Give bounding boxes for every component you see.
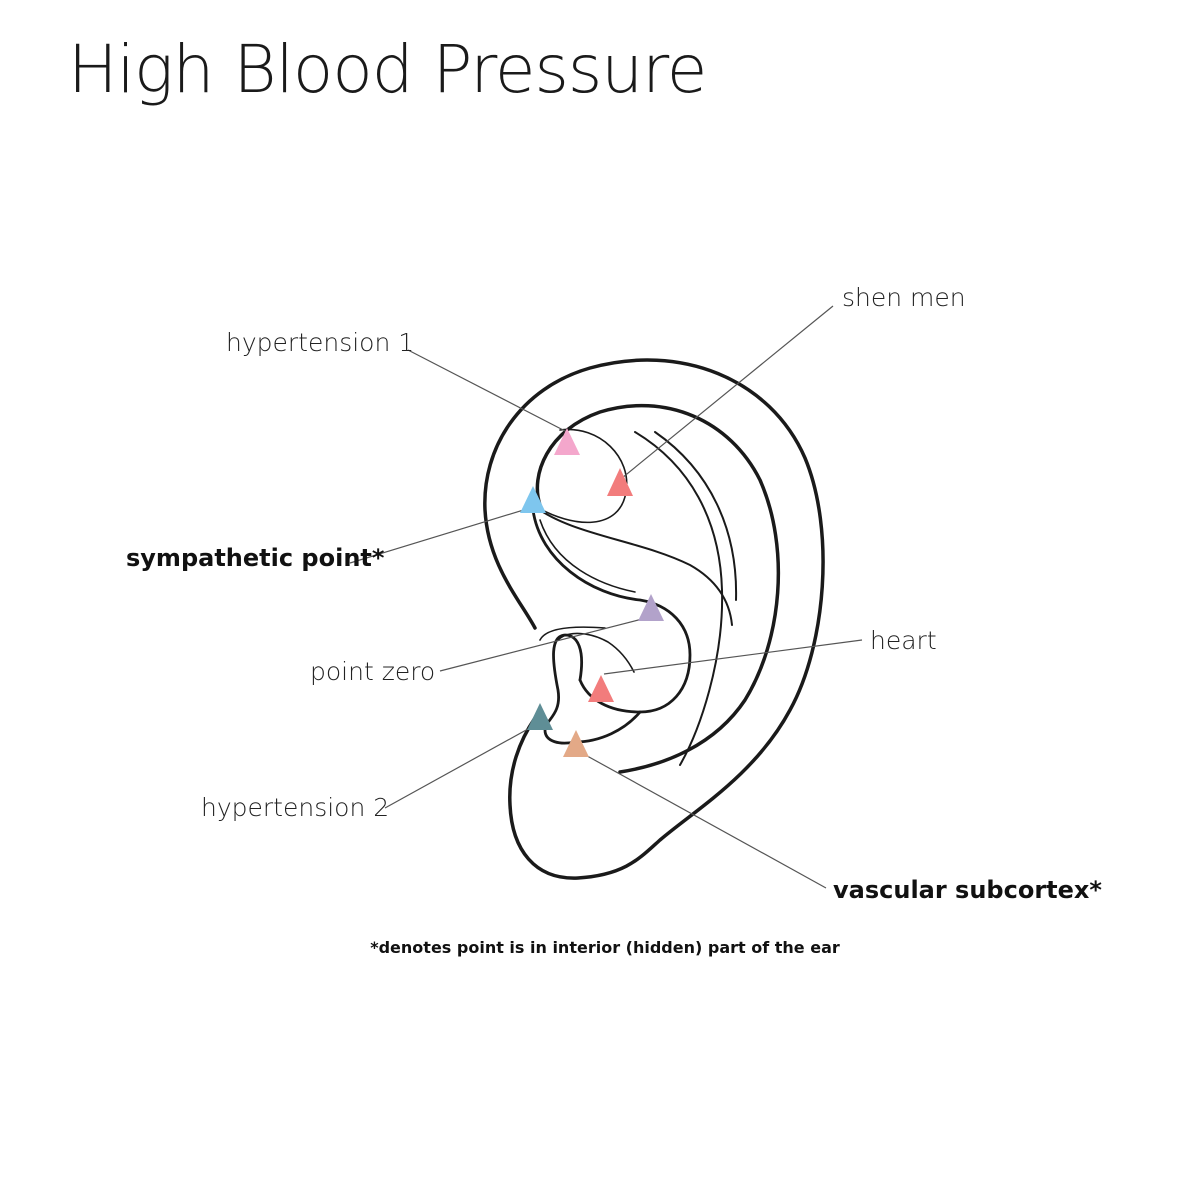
- marker-vascular-subcortex: [563, 730, 589, 757]
- marker-hypertension-1: [554, 428, 580, 455]
- leader-sympathetic-point: [349, 507, 531, 564]
- label-heart: heart: [870, 626, 937, 655]
- leader-hypertension-1: [407, 349, 568, 433]
- helix-outer: [483, 358, 825, 880]
- intertragic: [539, 626, 606, 641]
- leader-lines: [349, 305, 863, 889]
- leader-heart: [603, 639, 863, 675]
- antihelix-ridge: [634, 431, 724, 766]
- concha-inner: [539, 519, 636, 593]
- leader-vascular-subcortex: [579, 751, 827, 889]
- label-sympathetic-point: sympathetic point*: [126, 544, 385, 572]
- footnote: *denotes point is in interior (hidden) p…: [370, 938, 840, 957]
- page-title: High Blood Pressure: [68, 31, 707, 108]
- leader-hypertension-2: [384, 723, 538, 809]
- marker-sympathetic-point: [520, 486, 546, 513]
- label-hypertension-1: hypertension 1: [226, 328, 415, 357]
- label-hypertension-2: hypertension 2: [201, 793, 390, 822]
- superior-crus: [532, 504, 733, 626]
- marker-heart: [588, 675, 614, 702]
- helix-inner: [535, 403, 781, 774]
- leader-point-zero: [439, 617, 647, 672]
- tragus: [543, 633, 583, 745]
- concha: [531, 508, 692, 714]
- leader-shen-men: [621, 305, 834, 479]
- tragus-outline: [557, 632, 635, 673]
- triangular-fossa: [532, 428, 628, 524]
- marker-point-zero: [638, 594, 664, 621]
- label-shen-men: shen men: [842, 283, 966, 312]
- antihelix-ridge-2: [654, 431, 738, 601]
- marker-shen-men: [607, 468, 633, 496]
- antitragus: [573, 710, 642, 744]
- marker-hypertension-2: [527, 703, 553, 730]
- label-point-zero: point zero: [310, 657, 436, 686]
- ear-outline: [483, 358, 825, 880]
- label-vascular-subcortex: vascular subcortex*: [833, 876, 1102, 904]
- point-markers: [520, 428, 664, 757]
